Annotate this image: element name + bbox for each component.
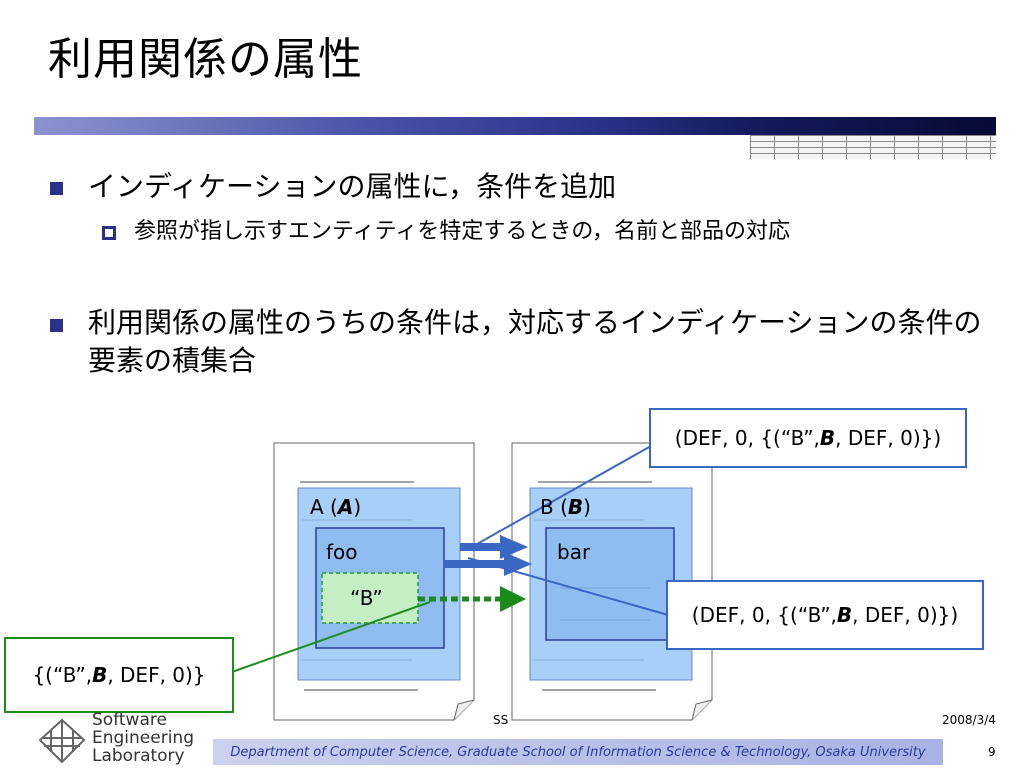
bullet-1: インディケーションの属性に，条件を追加 <box>88 170 617 203</box>
slide-title: 利用関係の属性 <box>48 34 363 85</box>
sub-bullet-1: 参照が指し示すエンティティを特定するときの，名前と部品の対応 <box>134 219 791 244</box>
connector-line-callout-1 <box>469 445 652 549</box>
bullet-square-icon <box>50 319 63 332</box>
bar-box <box>545 527 675 641</box>
page-number: 9 <box>988 745 996 759</box>
b-string-label: “B” <box>350 586 383 610</box>
title-grid-pattern <box>750 135 996 159</box>
entity-b-label: B (B) <box>540 495 591 519</box>
connector-line-callout-3 <box>231 601 431 673</box>
sel-logo-icon <box>38 718 86 764</box>
callout-top: (DEF, 0, {(“B”, B, DEF, 0)}) <box>649 408 967 468</box>
footer-ss: SS <box>493 713 509 727</box>
title-underline-bar <box>34 117 996 135</box>
callout-bottom: (DEF, 0, {(“B”, B, DEF, 0)}) <box>666 580 984 650</box>
sel-logo-text: Software Engineering Laboratory <box>92 710 194 766</box>
entity-a-label: A (A) <box>310 495 362 519</box>
bar-label: bar <box>557 540 591 564</box>
footer-date: 2008/3/4 <box>942 713 996 727</box>
b-string-box <box>321 572 419 624</box>
sub-bullet-square-icon <box>102 226 116 240</box>
callout-left: {(“B”, B, DEF, 0)} <box>4 637 234 713</box>
bullet-square-icon <box>50 182 63 195</box>
foo-label: foo <box>326 540 358 564</box>
connector-line-callout-2 <box>467 557 669 616</box>
bullet-2: 利用関係の属性のうちの条件は，対応するインディケーションの条件の要素の積集合 <box>88 306 982 377</box>
footer-department-bar: Department of Computer Science, Graduate… <box>213 739 943 765</box>
reference-arrow-green <box>418 586 526 612</box>
